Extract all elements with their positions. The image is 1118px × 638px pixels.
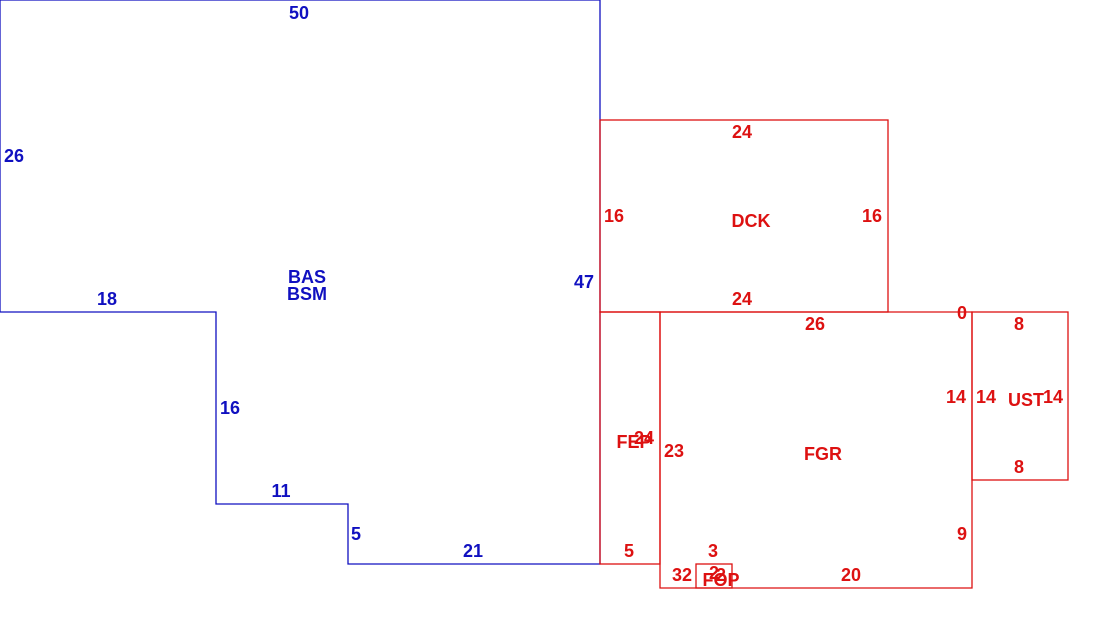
- fgr-dim-corner: 0: [957, 303, 967, 323]
- fep-dim-side: 24: [634, 428, 654, 448]
- fgr-dim-right-lower: 9: [957, 524, 967, 544]
- bas-dim-top: 50: [289, 3, 309, 23]
- fep-area: FEP 24 23 5: [599, 311, 684, 565]
- fgr-outline: [659, 311, 973, 589]
- ust-outline: [971, 311, 1069, 481]
- bas-dim-bottom: 21: [463, 541, 483, 561]
- bas-label: BAS: [288, 267, 326, 287]
- dck-dim-top: 24: [732, 122, 752, 142]
- fop-label: FOP: [702, 570, 739, 590]
- fgr-dim-bottom: 20: [841, 565, 861, 585]
- dck-label: DCK: [732, 211, 771, 231]
- fep-dim-right: 23: [664, 441, 684, 461]
- ust-dim-top: 8: [1014, 314, 1024, 334]
- fop-dim-inner-b: 2: [716, 565, 726, 585]
- bas-dim-notch-top: 11: [271, 481, 290, 501]
- fgr-dim-left-bottom: 3: [672, 565, 682, 585]
- bsm-label: BSM: [287, 284, 327, 304]
- bas-dim-left: 26: [4, 146, 24, 166]
- dck-dim-right: 16: [862, 206, 882, 226]
- dck-dim-bottom: 24: [732, 289, 752, 309]
- bas-dim-step-side: 16: [220, 398, 240, 418]
- fgr-dim-right-upper: 14: [946, 387, 966, 407]
- fgr-dim-top: 26: [805, 314, 825, 334]
- fep-dim-bottom: 5: [624, 541, 634, 561]
- ust-area: UST 8 14 14 8: [971, 311, 1069, 481]
- ust-dim-bottom: 8: [1014, 457, 1024, 477]
- fgr-label: FGR: [804, 444, 842, 464]
- fgr-area: FGR 26 0 14 9 20 3: [659, 303, 973, 589]
- bas-area: BAS BSM 50 26 18 16 11 5 21 47: [0, 0, 601, 565]
- ust-dim-right: 14: [1043, 387, 1063, 407]
- dck-area: DCK 24 16 16 24: [599, 119, 889, 313]
- dck-dim-left: 16: [604, 206, 624, 226]
- fop-dim-inner-a: 2: [709, 563, 719, 583]
- bas-dim-right: 47: [574, 272, 594, 292]
- ust-dim-left: 14: [976, 387, 996, 407]
- fop-area: FOP 3 2 2 2: [682, 541, 740, 590]
- bas-dim-step-top: 18: [97, 289, 117, 309]
- fop-dim-left: 2: [682, 565, 692, 585]
- fop-outline: [695, 563, 733, 589]
- fep-label: FEP: [616, 432, 651, 452]
- fop-dim-top: 3: [708, 541, 718, 561]
- bas-dim-notch-side: 5: [351, 524, 361, 544]
- ust-label: UST: [1008, 390, 1044, 410]
